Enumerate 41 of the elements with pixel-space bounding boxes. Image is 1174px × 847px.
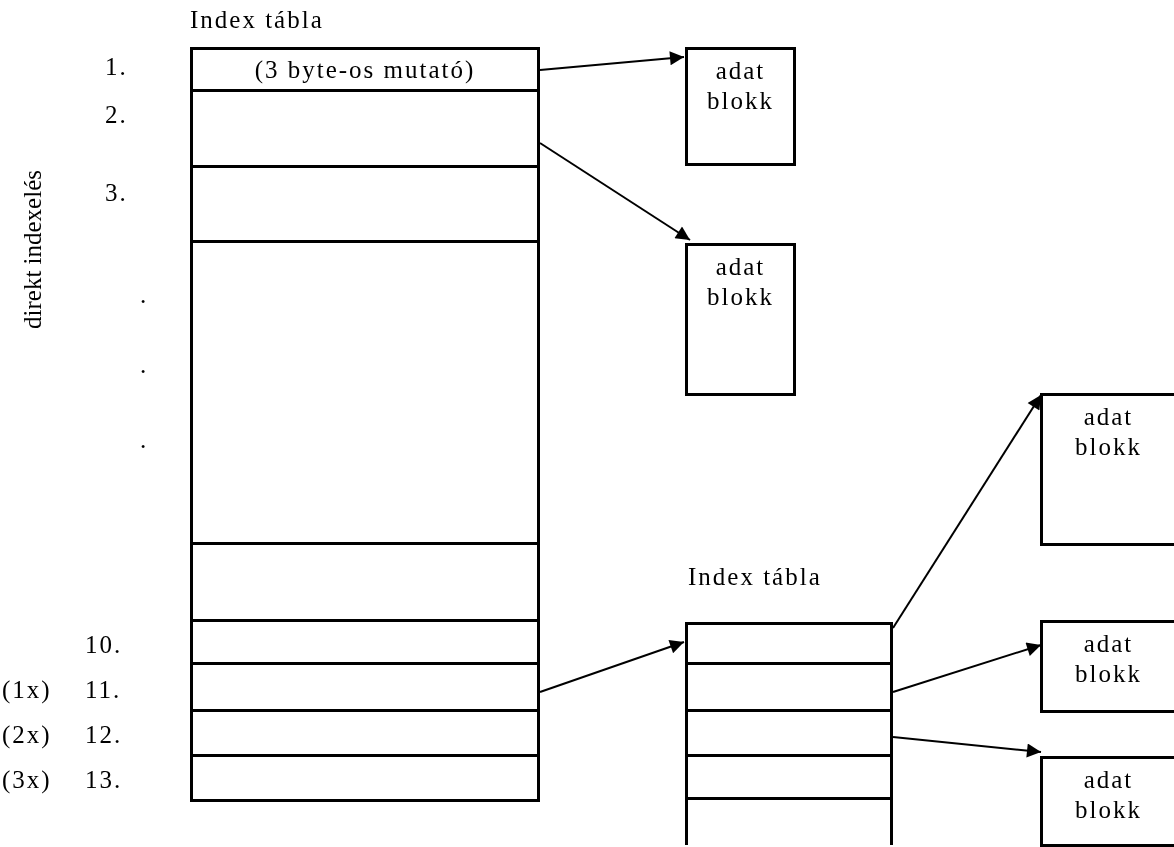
- row-number: 12.: [85, 720, 123, 750]
- arrow: [892, 394, 1042, 629]
- table-title: Index tábla: [688, 562, 822, 592]
- row-number: 3.: [105, 178, 128, 208]
- table-row: [190, 662, 540, 712]
- table-row: [190, 165, 540, 243]
- table-row: [190, 240, 540, 545]
- table-row: [685, 797, 893, 845]
- table-row: [190, 542, 540, 622]
- data-block: adat blokk: [1040, 393, 1174, 546]
- arrow: [539, 640, 685, 693]
- table-row: [685, 709, 893, 757]
- arrow: [892, 642, 1042, 693]
- row-number: 1.: [105, 52, 128, 82]
- arrow: [892, 736, 1042, 758]
- ellipsis-dot: .: [140, 425, 149, 455]
- table-title: Index tábla: [190, 5, 324, 35]
- table-row: [190, 754, 540, 802]
- arrow: [539, 142, 691, 241]
- row-number: (3x): [2, 765, 52, 795]
- table-row: [685, 662, 893, 712]
- arrow: [539, 51, 685, 71]
- data-block: adat blokk: [685, 47, 796, 166]
- side-label: direkt indexelés: [18, 170, 47, 329]
- table-row: [685, 754, 893, 800]
- table-row: [190, 709, 540, 757]
- row-number: 13.: [85, 765, 123, 795]
- row-number: 2.: [105, 100, 128, 130]
- data-block: adat blokk: [685, 243, 796, 396]
- data-block: adat blokk: [1040, 756, 1174, 847]
- ellipsis-dot: .: [140, 350, 149, 380]
- row-number: (1x): [2, 675, 52, 705]
- table-row: [685, 622, 893, 665]
- row-number: 11.: [85, 675, 122, 705]
- table-row: (3 byte-os mutató): [190, 47, 540, 92]
- ellipsis-dot: .: [140, 280, 149, 310]
- row-number: 10.: [85, 630, 123, 660]
- data-block: adat blokk: [1040, 620, 1174, 713]
- row-number: (2x): [2, 720, 52, 750]
- table-row: [190, 619, 540, 665]
- table-row: [190, 89, 540, 168]
